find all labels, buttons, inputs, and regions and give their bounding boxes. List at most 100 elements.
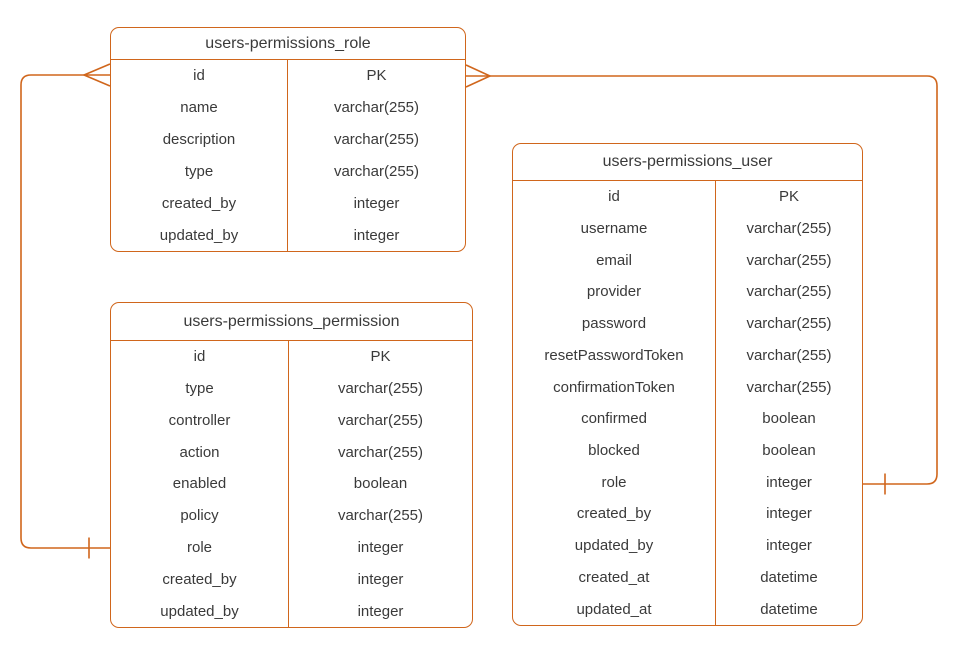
field-name-cell: updated_by xyxy=(111,595,289,627)
table-row: controller varchar(255) xyxy=(111,404,472,437)
field-type-cell: varchar(255) xyxy=(746,346,832,364)
field-type-cell: boolean xyxy=(353,475,408,493)
table-title: users-permissions_user xyxy=(513,144,862,181)
table-row: resetPasswordToken varchar(255) xyxy=(513,339,862,372)
field-name-cell: email xyxy=(513,244,716,277)
field-type-cell: varchar(255) xyxy=(333,99,420,117)
field-name-cell: type xyxy=(111,155,288,188)
field-type-cell: datetime xyxy=(760,568,818,586)
table-row: id PK xyxy=(111,341,472,373)
entity-table-users-permissions-permission[interactable]: users-permissions_permission id PK type var… xyxy=(110,302,473,628)
table-row: confirmed boolean xyxy=(513,402,862,435)
field-name-cell: created_by xyxy=(111,563,289,596)
field-name-cell: created_at xyxy=(513,561,716,594)
field-name-cell: updated_by xyxy=(513,529,716,562)
field-name-cell: description xyxy=(111,123,288,156)
table-row: password varchar(255) xyxy=(513,307,862,340)
field-type-cell: integer xyxy=(357,539,404,557)
field-name-cell: updated_at xyxy=(513,593,716,625)
table-rows: id PK username varchar(255) email varchar(255… xyxy=(513,181,862,625)
table-row: type varchar(255) xyxy=(111,155,465,188)
table-row: description varchar(255) xyxy=(111,123,465,156)
field-type-cell: varchar(255) xyxy=(337,380,424,398)
connector-role-permission[interactable] xyxy=(20,63,111,559)
field-type-cell: PK xyxy=(778,188,799,206)
field-name-cell: provider xyxy=(513,276,716,308)
field-type-cell: varchar(255) xyxy=(337,507,424,525)
field-type-cell: varchar(255) xyxy=(746,251,832,269)
table-row: role integer xyxy=(111,531,472,564)
field-name-cell: created_by xyxy=(111,187,288,220)
table-row: type varchar(255) xyxy=(111,372,472,405)
table-row: id PK xyxy=(513,181,862,213)
field-type-cell: varchar(255) xyxy=(746,315,832,333)
connector-line[interactable] xyxy=(20,74,110,549)
table-rows: id PK name varchar(255) description varchar(2… xyxy=(111,60,465,251)
table-row: updated_at datetime xyxy=(513,593,862,625)
table-row: provider varchar(255) xyxy=(513,276,862,308)
field-type-cell: varchar(255) xyxy=(337,411,424,429)
field-name-cell: password xyxy=(513,307,716,340)
table-row: role integer xyxy=(513,466,862,499)
field-name-cell: policy xyxy=(111,499,289,532)
table-row: enabled boolean xyxy=(111,468,472,500)
field-name-cell: created_by xyxy=(513,498,716,530)
field-name-cell: updated_by xyxy=(111,219,288,251)
entity-table-users-permissions-user[interactable]: users-permissions_user id PK username varch… xyxy=(512,143,863,626)
field-type-cell: datetime xyxy=(760,600,818,618)
field-type-cell: PK xyxy=(366,67,387,85)
table-rows: id PK type varchar(255) controller varchar(25… xyxy=(111,341,472,627)
table-row: updated_by integer xyxy=(111,219,465,251)
table-row: created_by integer xyxy=(111,563,472,596)
field-type-cell: boolean xyxy=(762,410,816,428)
field-type-cell: integer xyxy=(353,226,400,244)
field-type-cell: boolean xyxy=(762,442,816,460)
table-row: created_at datetime xyxy=(513,561,862,594)
table-row: email varchar(255) xyxy=(513,244,862,277)
field-type-cell: integer xyxy=(766,505,812,523)
table-row: id PK xyxy=(111,60,465,92)
table-row: action varchar(255) xyxy=(111,436,472,469)
crows-foot-many-icon xyxy=(81,63,111,87)
field-name-cell: name xyxy=(111,91,288,124)
field-type-cell: varchar(255) xyxy=(746,220,832,238)
field-name-cell: type xyxy=(111,372,289,405)
field-name-cell: action xyxy=(111,436,289,469)
table-row: username varchar(255) xyxy=(513,212,862,245)
field-name-cell: resetPasswordToken xyxy=(513,339,716,372)
field-name-cell: username xyxy=(513,212,716,245)
field-type-cell: varchar(255) xyxy=(746,378,832,396)
crows-foot-many-icon xyxy=(465,64,492,88)
field-type-cell: integer xyxy=(357,570,404,588)
field-name-cell: role xyxy=(111,531,289,564)
field-name-cell: id xyxy=(513,181,716,213)
table-row: confirmationToken varchar(255) xyxy=(513,371,862,403)
field-type-cell: varchar(255) xyxy=(333,162,420,180)
table-row: name varchar(255) xyxy=(111,91,465,124)
field-type-cell: integer xyxy=(766,473,812,491)
field-name-cell: confirmed xyxy=(513,402,716,435)
table-row: created_by integer xyxy=(513,498,862,530)
table-row: blocked boolean xyxy=(513,434,862,467)
table-row: policy varchar(255) xyxy=(111,499,472,532)
field-type-cell: varchar(255) xyxy=(746,283,832,301)
entity-table-users-permissions-role[interactable]: users-permissions_role id PK name varchar(2… xyxy=(110,27,466,252)
field-type-cell: varchar(255) xyxy=(333,131,420,149)
field-name-cell: controller xyxy=(111,404,289,437)
field-name-cell: confirmationToken xyxy=(513,371,716,403)
field-name-cell: id xyxy=(111,341,289,373)
table-row: created_by integer xyxy=(111,187,465,220)
field-name-cell: blocked xyxy=(513,434,716,467)
field-name-cell: role xyxy=(513,466,716,499)
field-name-cell: enabled xyxy=(111,468,289,500)
table-row: updated_by integer xyxy=(513,529,862,562)
field-type-cell: PK xyxy=(370,348,391,366)
field-name-cell: id xyxy=(111,60,288,92)
field-type-cell: integer xyxy=(766,537,812,555)
table-title: users-permissions_permission xyxy=(111,303,472,341)
field-type-cell: varchar(255) xyxy=(337,443,424,461)
table-title: users-permissions_role xyxy=(111,28,465,60)
field-type-cell: integer xyxy=(353,194,400,212)
